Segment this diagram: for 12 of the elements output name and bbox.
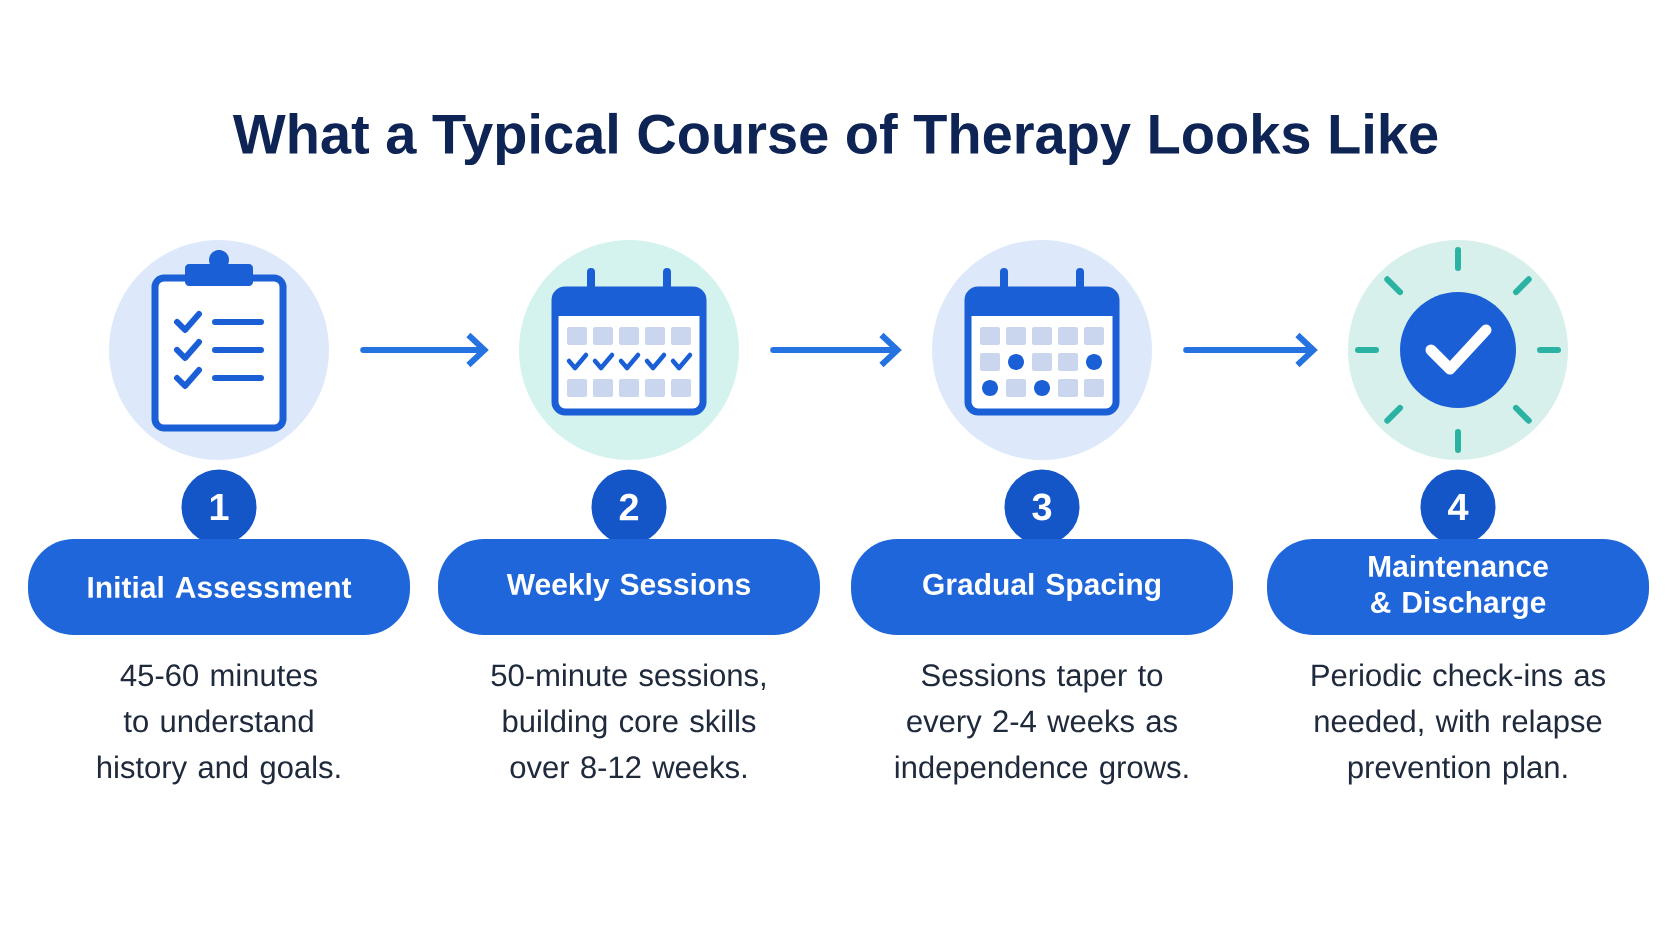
description-text: 50-minute sessions, building core skills over 8-12 weeks. xyxy=(491,663,765,779)
arrow xyxy=(360,332,489,368)
arrow xyxy=(1183,332,1318,368)
title: What a Typical Course of Therapy Looks Like xyxy=(232,112,1438,166)
step-pill: Weekly Sessions xyxy=(438,539,820,635)
arrow xyxy=(770,332,902,368)
description-text: Sessions taper to every 2-4 weeks as independence grows. xyxy=(895,663,1188,785)
description-text: 45-60 minutes to understand history and goals. xyxy=(97,663,340,785)
step-pill: Maintenance & Discharge xyxy=(1267,539,1649,635)
step-pill: Gradual Spacing xyxy=(851,539,1233,635)
step-pill: Initial Assessment xyxy=(28,539,410,635)
description-text: Periodic check-ins as needed, with relapse prevention plan. xyxy=(1312,663,1605,785)
